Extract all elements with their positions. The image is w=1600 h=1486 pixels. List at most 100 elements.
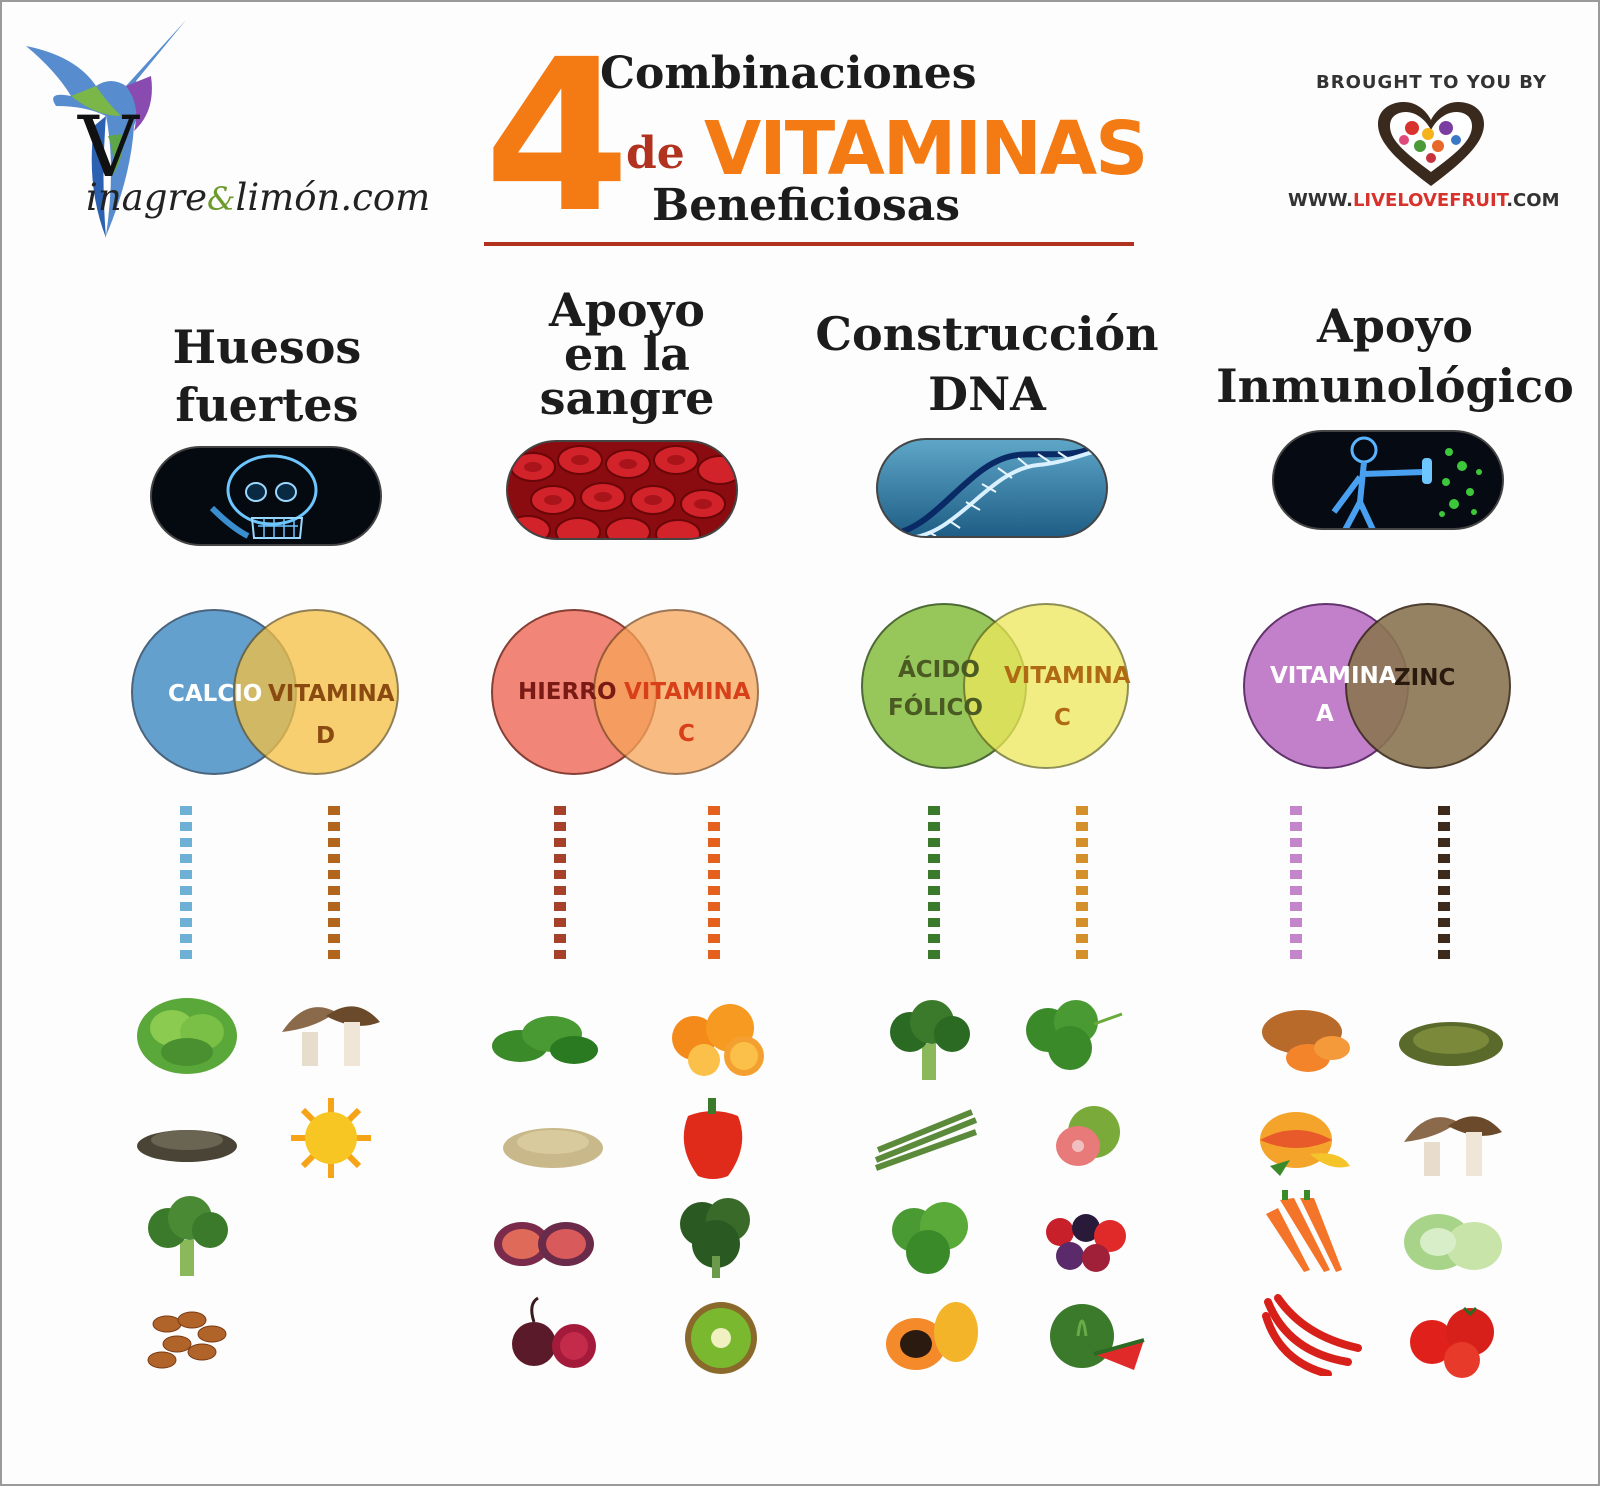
blood-cells-icon (508, 445, 736, 538)
venn-label-vitamina: VITAMINA (268, 681, 395, 707)
venn-label-vitamina: VITAMINA (624, 679, 751, 705)
dot (708, 918, 720, 927)
hummingbird-icon (26, 20, 186, 238)
dot (180, 822, 192, 831)
dot (1290, 918, 1302, 927)
dot (328, 902, 340, 911)
url-www: WWW. (1288, 190, 1353, 211)
dot (328, 806, 340, 815)
venn-label-c: C (678, 721, 695, 747)
venn-label-zinc: ZINC (1394, 665, 1456, 691)
venn-huesos (131, 609, 399, 775)
dot (1076, 822, 1088, 831)
sweet-potato-icon (1262, 1010, 1350, 1072)
dot (1438, 902, 1450, 911)
dot (928, 838, 940, 847)
seeds-icon (137, 1130, 237, 1162)
dot (180, 886, 192, 895)
vinagre-limon-logo: V inagre&limón.com (16, 16, 436, 246)
guava-icon (1056, 1106, 1120, 1166)
dot (928, 854, 940, 863)
skull-xray-image (150, 446, 382, 546)
heading-line: sangre (539, 371, 715, 425)
dot (180, 950, 192, 959)
dot (1076, 918, 1088, 927)
broccoli-icon (890, 1000, 970, 1080)
dot (928, 806, 940, 815)
url-brand: LIVELOVEFRUIT (1352, 190, 1507, 211)
dots-zinc (1438, 806, 1450, 966)
venn-label-d: D (316, 723, 336, 749)
parsley-icon (892, 1202, 968, 1274)
dot (180, 806, 192, 815)
dot (1076, 854, 1088, 863)
watermelon-icon (1050, 1304, 1145, 1370)
dot (1290, 838, 1302, 847)
dot (1290, 886, 1302, 895)
venn-label-folico: FÓLICO (888, 695, 983, 721)
dot (554, 902, 566, 911)
dot (708, 886, 720, 895)
cabbage-icon (1404, 1214, 1502, 1270)
dot (928, 950, 940, 959)
dna-icon (887, 440, 1106, 536)
heart-fruit-icon (1378, 102, 1484, 186)
dot (554, 870, 566, 879)
asparagus-icon (874, 1109, 978, 1171)
venn-circle-zinc (1345, 603, 1511, 769)
dot (1076, 902, 1088, 911)
pumpkin-seeds-icon (1399, 1022, 1503, 1066)
venn-circle-vitamina-c (963, 603, 1129, 769)
mushrooms-icon (282, 1006, 380, 1066)
sponsor-url[interactable]: WWW.LIVELOVEFRUIT.COM (1288, 190, 1559, 211)
dots-vitamina-c (1076, 806, 1088, 966)
logo-part2: limón.com (235, 176, 431, 219)
red-blood-cells-image (506, 440, 738, 540)
dot (1438, 806, 1450, 815)
dot (180, 902, 192, 911)
dot (554, 822, 566, 831)
oranges-icon (672, 1004, 764, 1076)
dot (554, 918, 566, 927)
title-line3: Beneficiosas (652, 180, 961, 231)
brought-to-you-by: BROUGHT TO YOU BY (1316, 72, 1548, 93)
category-heading-4: Apoyo Inmunológico (1200, 296, 1590, 416)
tomatoes-icon (1410, 1306, 1494, 1378)
dot (554, 838, 566, 847)
dots-hierro (554, 806, 566, 966)
title-number: 4 (484, 14, 630, 259)
papaya-icon (886, 1302, 978, 1370)
skull-xray-icon (209, 454, 318, 539)
dot (928, 822, 940, 831)
dot (708, 870, 720, 879)
dot (1076, 870, 1088, 879)
dot (1076, 838, 1088, 847)
red-pepper-icon (683, 1098, 743, 1179)
dot (1438, 870, 1450, 879)
dot (1290, 806, 1302, 815)
dot (928, 934, 940, 943)
dot (1290, 854, 1302, 863)
dot (928, 886, 940, 895)
immune-body-image (1272, 430, 1504, 530)
dot (328, 854, 340, 863)
dot (928, 870, 940, 879)
heading-line: Huesos (172, 320, 362, 374)
dot (1290, 950, 1302, 959)
dot (708, 950, 720, 959)
venn-label-calcio: CALCIO (168, 681, 263, 707)
dot (328, 886, 340, 895)
dot (708, 902, 720, 911)
beets-icon (512, 1296, 596, 1368)
title-underline (484, 242, 1134, 246)
dot (554, 806, 566, 815)
dot (1438, 918, 1450, 927)
immune-body-icon (1331, 436, 1482, 528)
dot (180, 918, 192, 927)
dot (180, 870, 192, 879)
dot (1076, 950, 1088, 959)
dot (1438, 838, 1450, 847)
venn-label-acido: ÁCIDO (898, 657, 980, 683)
venn-circle-vitamina-d (233, 609, 399, 775)
